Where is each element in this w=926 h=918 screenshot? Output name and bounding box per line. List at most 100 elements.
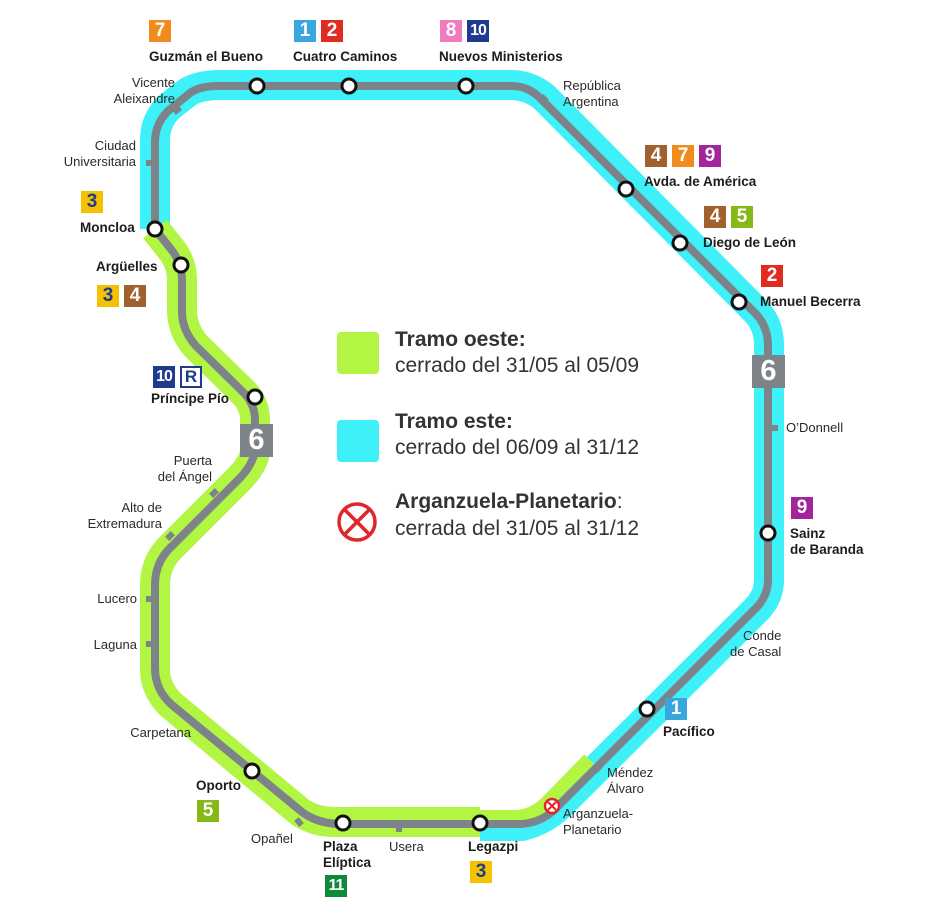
label-arganzuela-planetario[interactable]: Arganzuela- Planetario (563, 806, 633, 838)
connections-oporto: 5 (197, 800, 219, 822)
station-nuevos-ministerios[interactable] (457, 77, 475, 95)
line-7-badge: 7 (672, 145, 694, 167)
label-ciudad-universitaria[interactable]: Ciudad Universitaria (64, 138, 136, 170)
legend-closed-title: Arganzuela-Planetario: (395, 490, 623, 514)
label-nuevos-ministerios[interactable]: Nuevos Ministerios (439, 49, 563, 64)
label-lucero[interactable]: Lucero (97, 591, 137, 606)
label-line-2: Álvaro (607, 781, 644, 796)
label-alto-extremadura[interactable]: Alto de Extremadura (88, 500, 162, 532)
legend-oeste-title: Tramo oeste: (395, 328, 526, 351)
line-4-badge: 4 (704, 206, 726, 228)
label-principe-pio[interactable]: Príncipe Pío (151, 391, 230, 406)
label-vicente-aleixandre[interactable]: Vicente Aleixandre (114, 75, 175, 107)
station-principe-pio[interactable] (246, 388, 264, 406)
label-diego-leon[interactable]: Diego de León (703, 235, 797, 250)
label-line-1: Sainz (790, 526, 826, 541)
legend-swatch-este (337, 420, 379, 462)
label-plaza-eliptica[interactable]: Plaza Elíptica (323, 839, 371, 871)
label-sainz-baranda[interactable]: Sainz de Baranda (790, 526, 864, 558)
label-republica-argentina[interactable]: República Argentina (563, 78, 621, 110)
label-arguelles[interactable]: Argüelles (96, 259, 158, 274)
line-1-badge: 1 (665, 698, 687, 720)
line-3-badge: 3 (470, 861, 492, 883)
label-line-2: de Casal (730, 644, 782, 659)
label-line-2: Universitaria (63, 154, 136, 169)
station-guzman[interactable] (248, 77, 266, 95)
connections-legazpi: 3 (470, 861, 492, 883)
label-laguna[interactable]: Laguna (93, 637, 137, 652)
station-legazpi[interactable] (471, 814, 489, 832)
line-1-badge: 1 (294, 20, 316, 42)
label-oporto[interactable]: Oporto (196, 778, 241, 793)
label-conde-casal[interactable]: Conde de Casal (730, 628, 781, 660)
legend-oeste-text: cerrado del 31/05 al 05/09 (395, 354, 640, 377)
line-4-badge: 4 (645, 145, 667, 167)
label-carpetana[interactable]: Carpetana (130, 725, 191, 740)
label-opanel[interactable]: Opañel (251, 831, 293, 846)
label-line-2: Extremadura (87, 516, 162, 531)
line-2-badge: 2 (321, 20, 343, 42)
station-oporto[interactable] (243, 762, 261, 780)
label-legazpi[interactable]: Legazpi (468, 839, 519, 854)
connections-principe-pio: 10 R (153, 366, 202, 388)
label-odonnell[interactable]: O’Donnell (786, 420, 844, 435)
connections-nuevos-ministerios: 8 10 (440, 20, 489, 42)
line-4-badge: 4 (124, 285, 146, 307)
line-10-badge: 10 (467, 20, 489, 42)
line-5-badge: 5 (197, 800, 219, 822)
label-line-2: del Ángel (157, 469, 212, 484)
line-9-badge: 9 (699, 145, 721, 167)
station-moncloa[interactable] (146, 220, 164, 238)
station-sainz-baranda[interactable] (759, 524, 777, 542)
label-guzman[interactable]: Guzmán el Bueno (149, 49, 264, 64)
label-avda-america[interactable]: Avda. de América (644, 174, 757, 189)
label-cuatro-caminos[interactable]: Cuatro Caminos (293, 49, 398, 64)
label-manuel-becerra[interactable]: Manuel Becerra (760, 294, 861, 309)
label-line-1: Méndez (607, 765, 654, 780)
line-6-badge-east: 6 (752, 355, 785, 388)
station-manuel-becerra[interactable] (730, 293, 748, 311)
label-moncloa[interactable]: Moncloa (80, 220, 135, 235)
closed-station-icon[interactable] (543, 797, 561, 815)
connections-plaza-eliptica: 11 (325, 875, 347, 897)
line-8-badge: 8 (440, 20, 462, 42)
label-line-1: Vicente (131, 75, 175, 90)
legend-swatch-oeste (337, 332, 379, 374)
connections-moncloa: 3 (81, 191, 103, 213)
station-avda-america[interactable] (617, 180, 635, 198)
label-line-2: Planetario (563, 822, 622, 837)
line-2-badge: 2 (761, 265, 783, 287)
line-6-badge-west: 6 (240, 424, 273, 457)
connections-sainz-baranda: 9 (791, 497, 813, 519)
station-diego-leon[interactable] (671, 234, 689, 252)
label-usera[interactable]: Usera (389, 839, 424, 854)
station-arguelles[interactable] (172, 256, 190, 274)
label-line-2: de Baranda (790, 542, 864, 557)
line-3-badge: 3 (81, 191, 103, 213)
line-3-badge: 3 (97, 285, 119, 307)
line-10-badge: 10 (153, 366, 175, 388)
label-line-1: República (563, 78, 621, 93)
legend-closed-colon: : (616, 490, 623, 513)
label-line-1: Puerta (173, 453, 212, 468)
interchange-stations (146, 77, 777, 832)
station-cuatro-caminos[interactable] (340, 77, 358, 95)
minor-station-ticks (146, 94, 778, 832)
label-line-2: Argentina (563, 94, 619, 109)
label-puerta-angel[interactable]: Puerta del Ángel (158, 453, 212, 485)
label-mendez-alvaro[interactable]: Méndez Álvaro (607, 765, 653, 797)
station-plaza-eliptica[interactable] (334, 814, 352, 832)
line-11-badge: 11 (325, 875, 347, 897)
legend-closed-icon (337, 502, 377, 542)
label-line-1: Alto de (121, 500, 162, 515)
label-pacifico[interactable]: Pacífico (663, 724, 715, 739)
line-5-badge: 5 (731, 206, 753, 228)
connections-arguelles: 3 4 (97, 285, 146, 307)
label-line-2: Aleixandre (113, 91, 175, 106)
connections-guzman: 7 (149, 20, 171, 42)
connections-avda-america: 4 7 9 (645, 145, 721, 167)
renfe-cercanias-badge: R (180, 366, 202, 388)
connections-diego-leon: 4 5 (704, 206, 753, 228)
station-pacifico[interactable] (638, 700, 656, 718)
